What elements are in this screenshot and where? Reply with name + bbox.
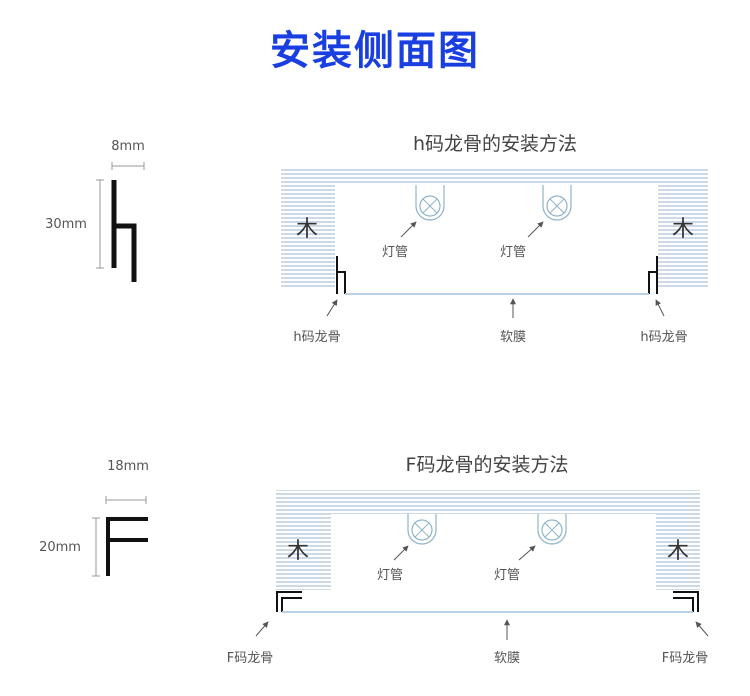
h-lamp-left-label: 灯管: [382, 245, 408, 260]
f-ceiling-slab: [276, 490, 700, 514]
f-dim-height: 20mm: [39, 540, 81, 555]
f-wood-left: 木: [287, 539, 309, 564]
page-title: 安装侧面图: [270, 28, 480, 74]
f-lamp-left-icon: [407, 514, 437, 545]
h-wood-left: 木: [296, 217, 318, 242]
h-wood-left-block: [281, 185, 335, 287]
f-film-label: 软膜: [494, 651, 520, 666]
h-keel-left-icon: [336, 256, 346, 294]
f-wood-right: 木: [667, 539, 689, 564]
h-dim-height: 30mm: [45, 217, 87, 232]
f-lamp-right-icon: [537, 514, 567, 545]
h-dim-width: 8mm: [111, 139, 145, 154]
f-keel-left-icon: [276, 591, 302, 612]
h-section-heading: h码龙骨的安装方法: [413, 133, 577, 155]
h-lamp-left-icon: [415, 185, 445, 221]
h-keel-left-label: h码龙骨: [293, 330, 340, 345]
h-lamp-right-label: 灯管: [500, 245, 526, 260]
h-wood-right: 木: [672, 217, 694, 242]
h-wood-right-block: [658, 185, 708, 287]
h-film-label: 软膜: [500, 330, 526, 345]
h-profile-detail: 8mm 30mm: [45, 139, 145, 282]
h-ceiling-slab: [281, 167, 708, 185]
f-keel-left-label: F码龙骨: [227, 651, 273, 666]
f-keel-right-icon: [673, 591, 699, 612]
f-wood-right-block: [656, 514, 700, 590]
f-lamp-left-label: 灯管: [377, 568, 403, 583]
h-keel-right-label: h码龙骨: [640, 330, 687, 345]
f-wood-left-block: [276, 514, 331, 590]
h-lamp-right-icon: [542, 185, 572, 221]
f-keel-right-label: F码龙骨: [662, 651, 708, 666]
h-ceiling-diagram: 木 木 灯管 灯管 h码龙骨 软膜 h码龙骨: [281, 167, 708, 345]
f-profile-detail: 18mm 20mm: [39, 459, 149, 577]
f-profile-shape: [106, 517, 148, 576]
f-dim-width: 18mm: [107, 459, 149, 474]
h-profile-shape: [111, 180, 137, 282]
h-keel-right-icon: [648, 256, 658, 294]
f-lamp-right-label: 灯管: [494, 568, 520, 583]
f-ceiling-diagram: 木 木 灯管 灯管 F码龙骨 软膜 F码龙骨: [227, 490, 709, 666]
f-section-heading: F码龙骨的安装方法: [406, 454, 569, 476]
